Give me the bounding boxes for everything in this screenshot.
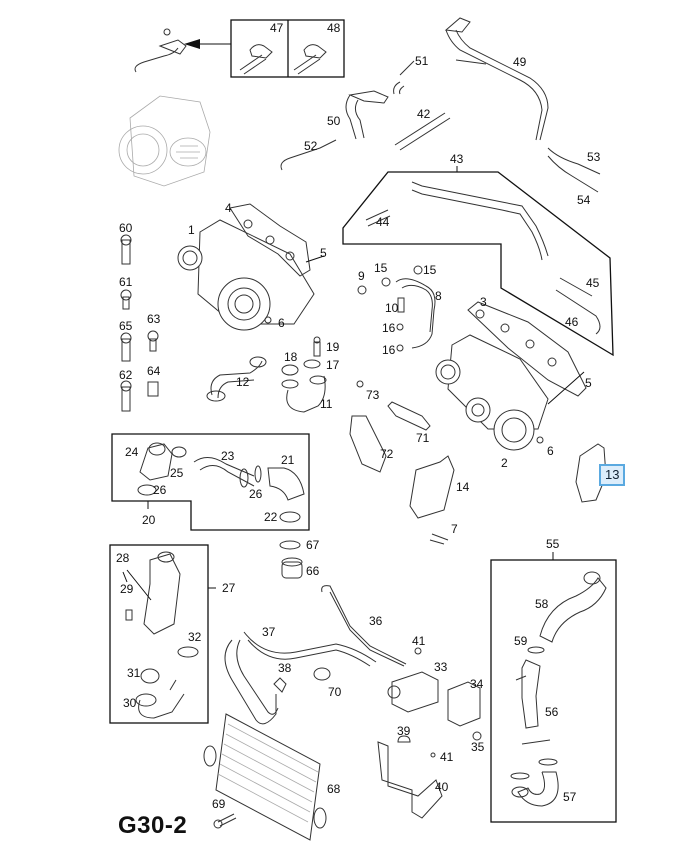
- callout-59[interactable]: 59: [514, 634, 528, 648]
- callout-9[interactable]: 9: [358, 269, 365, 283]
- callout-36[interactable]: 36: [369, 614, 383, 628]
- callout-27[interactable]: 27: [222, 581, 236, 595]
- callout-22[interactable]: 22: [264, 510, 278, 524]
- callout-26-a[interactable]: 26: [153, 483, 167, 497]
- callout-5-left[interactable]: 5: [320, 246, 327, 260]
- callout-48[interactable]: 48: [327, 21, 341, 35]
- callout-12[interactable]: 12: [236, 375, 250, 389]
- callout-10[interactable]: 10: [385, 301, 399, 315]
- callout-39[interactable]: 39: [397, 724, 411, 738]
- callout-17[interactable]: 17: [326, 358, 340, 372]
- callout-41-top[interactable]: 41: [412, 634, 426, 648]
- callout-38[interactable]: 38: [278, 661, 292, 675]
- callout-3[interactable]: 3: [480, 295, 487, 309]
- callout-66[interactable]: 66: [306, 564, 320, 578]
- diagram-title: G30-2: [118, 812, 188, 839]
- callout-32[interactable]: 32: [188, 630, 202, 644]
- box-55: [490, 552, 617, 823]
- callout-54[interactable]: 54: [577, 193, 591, 207]
- callout-57[interactable]: 57: [563, 790, 577, 804]
- callout-6-left[interactable]: 6: [278, 316, 285, 330]
- callout-51[interactable]: 51: [415, 54, 429, 68]
- callout-70[interactable]: 70: [328, 685, 342, 699]
- callout-16-b[interactable]: 16: [382, 343, 396, 357]
- callout-24[interactable]: 24: [125, 445, 139, 459]
- callout-19[interactable]: 19: [326, 340, 340, 354]
- callout-71[interactable]: 71: [416, 431, 430, 445]
- callout-15-a[interactable]: 15: [374, 261, 388, 275]
- callout-33[interactable]: 33: [434, 660, 448, 674]
- intercooler: [203, 713, 327, 841]
- callout-11[interactable]: 11: [320, 397, 333, 411]
- callout-69[interactable]: 69: [212, 797, 226, 811]
- callout-18[interactable]: 18: [284, 350, 298, 364]
- callout-62[interactable]: 62: [119, 368, 133, 382]
- callout-29[interactable]: 29: [120, 582, 134, 596]
- callout-65[interactable]: 65: [119, 319, 133, 333]
- callout-49[interactable]: 49: [513, 55, 527, 69]
- callout-53[interactable]: 53: [587, 150, 601, 164]
- bolts-column: [120, 234, 159, 412]
- callout-16-a[interactable]: 16: [382, 321, 396, 335]
- callout-15-b[interactable]: 15: [423, 263, 437, 277]
- callout-4[interactable]: 4: [225, 201, 232, 215]
- callout-23[interactable]: 23: [221, 449, 235, 463]
- callout-63[interactable]: 63: [147, 312, 161, 326]
- box-27: [109, 544, 216, 724]
- egr-pipes-small: [206, 336, 327, 413]
- callout-30[interactable]: 30: [123, 696, 137, 710]
- box-20: [111, 433, 310, 531]
- callout-73[interactable]: 73: [366, 388, 380, 402]
- callout-28[interactable]: 28: [116, 551, 130, 565]
- turbocharger-right: [357, 265, 587, 451]
- callout-20[interactable]: 20: [142, 513, 156, 527]
- callout-58[interactable]: 58: [535, 597, 549, 611]
- pipes-upper: [280, 17, 601, 193]
- callout-42[interactable]: 42: [417, 107, 431, 121]
- callout-35[interactable]: 35: [471, 740, 485, 754]
- callout-6-right[interactable]: 6: [547, 444, 554, 458]
- callout-34[interactable]: 34: [470, 677, 484, 691]
- callout-60[interactable]: 60: [119, 221, 133, 235]
- callout-21[interactable]: 21: [281, 453, 295, 467]
- callout-37[interactable]: 37: [262, 625, 276, 639]
- callout-64[interactable]: 64: [147, 364, 161, 378]
- callout-45[interactable]: 45: [586, 276, 600, 290]
- callout-52[interactable]: 52: [304, 139, 318, 153]
- callout-7[interactable]: 7: [451, 522, 458, 536]
- callout-43[interactable]: 43: [450, 152, 464, 166]
- callout-67[interactable]: 67: [306, 538, 320, 552]
- callout-14[interactable]: 14: [456, 480, 470, 494]
- callout-26-b[interactable]: 26: [249, 487, 263, 501]
- detail-box-47-48: [134, 19, 345, 78]
- callout-50[interactable]: 50: [327, 114, 341, 128]
- box-43: [342, 166, 614, 357]
- engine-ghost-illustration: [118, 95, 211, 187]
- hoses-middle: [224, 585, 422, 725]
- brackets: [349, 380, 607, 545]
- callout-61[interactable]: 61: [119, 275, 133, 289]
- callout-44[interactable]: 44: [376, 215, 390, 229]
- callout-47[interactable]: 47: [270, 21, 284, 35]
- turbocharger-left: [177, 203, 325, 331]
- callout-13-highlighted[interactable]: 13: [599, 464, 626, 486]
- callout-40[interactable]: 40: [435, 780, 449, 794]
- callout-8[interactable]: 8: [435, 289, 442, 303]
- callout-68[interactable]: 68: [327, 782, 341, 796]
- callout-56[interactable]: 56: [545, 705, 559, 719]
- callout-46[interactable]: 46: [565, 315, 579, 329]
- callout-25[interactable]: 25: [170, 466, 184, 480]
- seal-and-cap: [279, 540, 303, 579]
- callout-31[interactable]: 31: [127, 666, 141, 680]
- callout-5-right[interactable]: 5: [585, 376, 592, 390]
- callout-1[interactable]: 1: [188, 223, 195, 237]
- actuator-group: [377, 671, 482, 819]
- callout-2[interactable]: 2: [501, 456, 508, 470]
- callout-41-bottom[interactable]: 41: [440, 750, 454, 764]
- callout-55[interactable]: 55: [546, 537, 560, 551]
- callout-72[interactable]: 72: [380, 447, 394, 461]
